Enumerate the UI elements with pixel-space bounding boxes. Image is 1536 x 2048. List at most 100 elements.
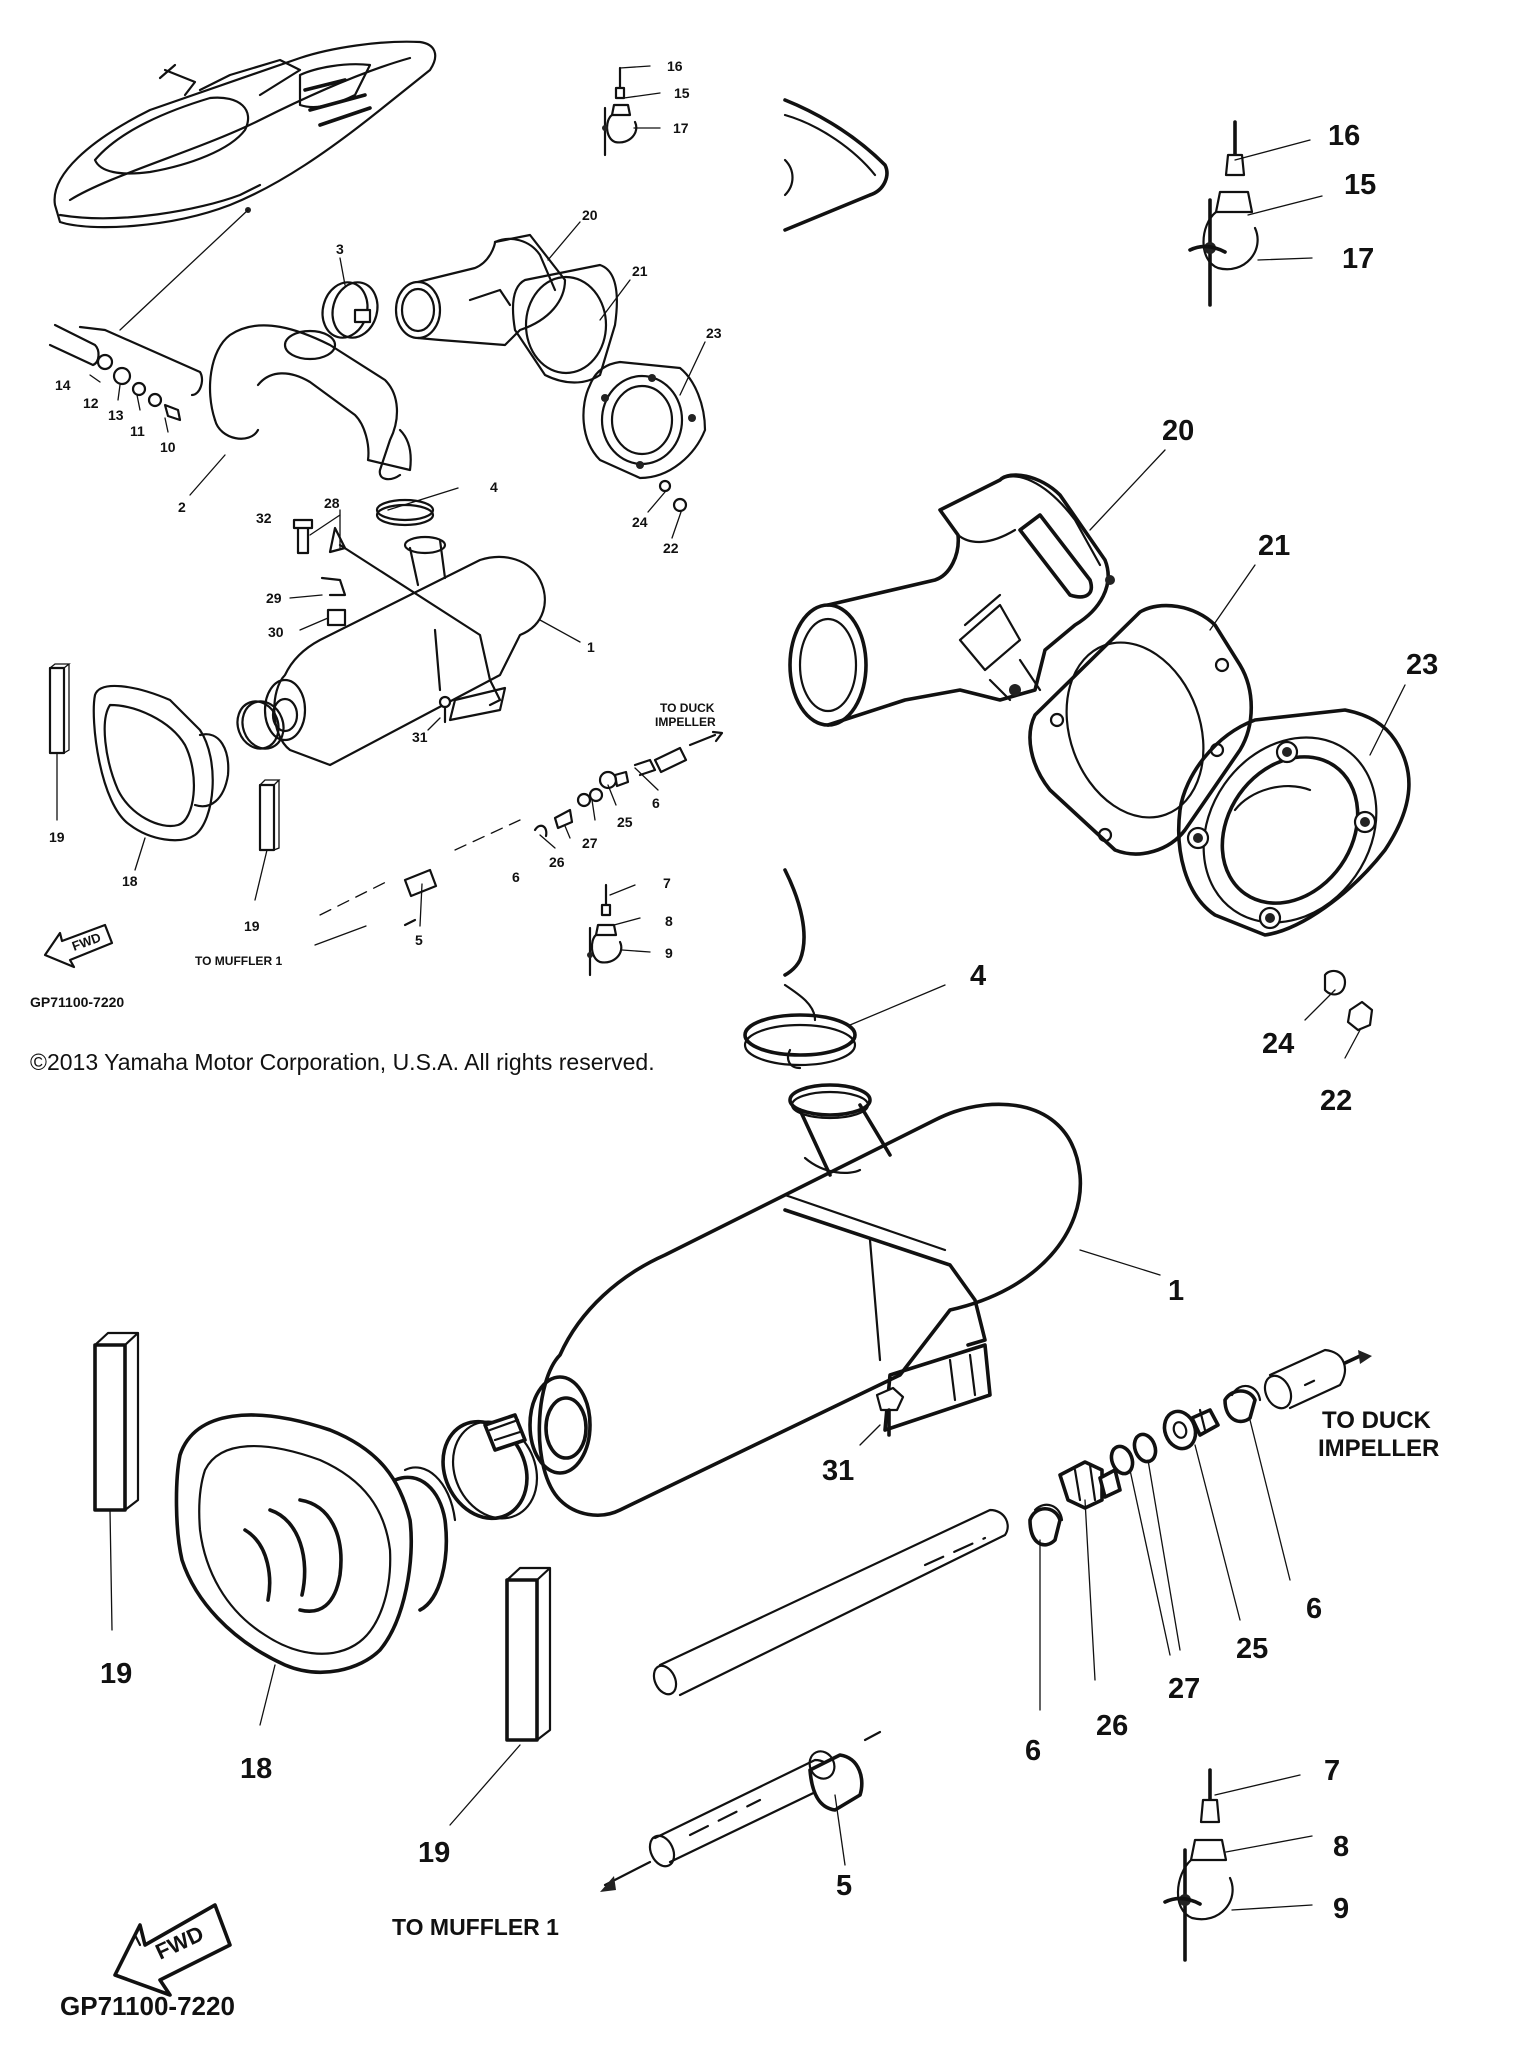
svg-text:IMPELLER: IMPELLER	[655, 715, 716, 729]
water-hose-part-large	[600, 1348, 1372, 1892]
svg-text:26: 26	[1096, 1710, 1128, 1742]
svg-text:7: 7	[1324, 1755, 1340, 1787]
svg-text:28: 28	[324, 495, 340, 511]
svg-text:21: 21	[632, 263, 648, 279]
svg-text:25: 25	[1236, 1633, 1268, 1665]
svg-text:10: 10	[160, 439, 176, 455]
tie-clip-group-large-lower	[1163, 1768, 1234, 1962]
copyright-text: ©2013 Yamaha Motor Corporation, U.S.A. A…	[30, 1049, 655, 1075]
svg-text:22: 22	[1320, 1085, 1352, 1117]
svg-text:TO DUCK: TO DUCK	[1322, 1407, 1432, 1434]
svg-text:GP71100-7220: GP71100-7220	[30, 994, 124, 1010]
svg-text:16: 16	[1328, 120, 1360, 152]
svg-text:18: 18	[122, 873, 138, 889]
bolt-part-large	[875, 1386, 905, 1437]
svg-text:22: 22	[663, 540, 679, 556]
svg-text:19: 19	[49, 829, 65, 845]
fwd-arrow-large[interactable]: FWD	[113, 1903, 232, 1997]
svg-text:2: 2	[178, 499, 186, 515]
diagram-code-label: GP71100-7220	[60, 1991, 235, 2021]
bracket-group	[292, 518, 347, 627]
callouts-large: 16 15 17 20 21 23 4 24 22 1 31 19 18 19 …	[100, 120, 1438, 1925]
svg-text:26: 26	[549, 854, 565, 870]
svg-text:29: 29	[266, 590, 282, 606]
svg-text:23: 23	[706, 325, 722, 341]
tie-clip-group-small-lower	[587, 883, 623, 977]
svg-text:6: 6	[512, 869, 520, 885]
svg-text:13: 13	[108, 407, 124, 423]
svg-text:8: 8	[665, 913, 673, 929]
svg-text:4: 4	[970, 960, 986, 992]
svg-text:18: 18	[240, 1753, 272, 1785]
clamp-part	[321, 281, 379, 339]
svg-text:3: 3	[336, 241, 344, 257]
detail-diagram: FWD	[93, 98, 1411, 1997]
water-line-fittings-small	[319, 730, 724, 927]
svg-text:19: 19	[244, 918, 260, 934]
exhaust-elbow-part-large	[788, 473, 1115, 727]
svg-text:7: 7	[663, 875, 671, 891]
tie-clip-group-small	[602, 66, 638, 157]
svg-text:21: 21	[1258, 530, 1290, 562]
notes-large: TO DUCK IMPELLER TO MUFFLER 1 GP71100-72…	[60, 1407, 1439, 2021]
svg-text:8: 8	[1333, 1831, 1349, 1863]
overview-diagram: FWD	[43, 40, 724, 977]
gasket-part	[511, 263, 618, 384]
svg-text:12: 12	[83, 395, 99, 411]
svg-text:1: 1	[1168, 1275, 1184, 1307]
svg-text:5: 5	[415, 932, 423, 948]
tie-clip-group-large	[1188, 120, 1259, 307]
svg-text:31: 31	[412, 729, 428, 745]
svg-text:IMPELLER: IMPELLER	[1318, 1435, 1439, 1462]
exhaust-hose-part	[208, 324, 412, 481]
partial-hull-outline	[783, 98, 889, 232]
svg-text:TO MUFFLER 1: TO MUFFLER 1	[392, 1914, 559, 1940]
svg-text:24: 24	[632, 514, 648, 530]
svg-text:4: 4	[490, 479, 498, 495]
callouts-small: 16 15 17 20 21 23 24 22 3 4 1 28 32 29 3…	[49, 58, 722, 961]
svg-text:TO MUFFLER 1: TO MUFFLER 1	[195, 954, 282, 968]
notes-small: TO DUCK IMPELLER TO MUFFLER 1 GP71100-72…	[30, 701, 716, 1010]
svg-text:20: 20	[582, 207, 598, 223]
svg-text:31: 31	[822, 1455, 854, 1487]
svg-text:20: 20	[1162, 415, 1194, 447]
foam-strip-part-large-2	[505, 1566, 552, 1742]
svg-text:19: 19	[418, 1837, 450, 1869]
foam-and-grommet-group-small	[48, 663, 285, 852]
muffler-part	[263, 535, 546, 767]
svg-text:17: 17	[673, 120, 689, 136]
muffler-clamp-part	[375, 498, 435, 527]
muffler-clamp-part-large	[743, 1013, 857, 1070]
svg-text:FWD: FWD	[70, 930, 103, 954]
svg-text:32: 32	[256, 510, 272, 526]
hose-fitting-group	[48, 323, 204, 422]
svg-text:14: 14	[55, 377, 71, 393]
flange-part-large	[1176, 708, 1411, 1032]
svg-text:11: 11	[130, 423, 145, 439]
svg-text:TO DUCK: TO DUCK	[660, 701, 715, 715]
foam-strip-part-large	[93, 1331, 140, 1512]
svg-text:6: 6	[1025, 1735, 1041, 1767]
hose-clamp-part-large	[441, 1413, 539, 1521]
svg-text:16: 16	[667, 58, 683, 74]
watercraft-illustration	[53, 40, 437, 331]
flange-part	[582, 360, 707, 513]
svg-text:27: 27	[1168, 1673, 1200, 1705]
svg-text:6: 6	[1306, 1593, 1322, 1625]
svg-text:30: 30	[268, 624, 284, 640]
svg-text:6: 6	[652, 795, 660, 811]
svg-text:25: 25	[617, 814, 633, 830]
exhaust-elbow-part	[394, 233, 567, 347]
leader-lines-large	[109, 139, 1406, 1911]
svg-text:17: 17	[1342, 243, 1374, 275]
muffler-part-large	[528, 1083, 1083, 1517]
svg-text:9: 9	[665, 945, 673, 961]
gasket-part-large	[1028, 603, 1254, 856]
bolt-part-small	[438, 695, 452, 724]
fwd-arrow-small: FWD	[43, 923, 114, 969]
svg-text:15: 15	[674, 85, 690, 101]
svg-text:5: 5	[836, 1870, 852, 1902]
svg-text:1: 1	[587, 639, 595, 655]
leader-lines-small	[56, 65, 706, 953]
